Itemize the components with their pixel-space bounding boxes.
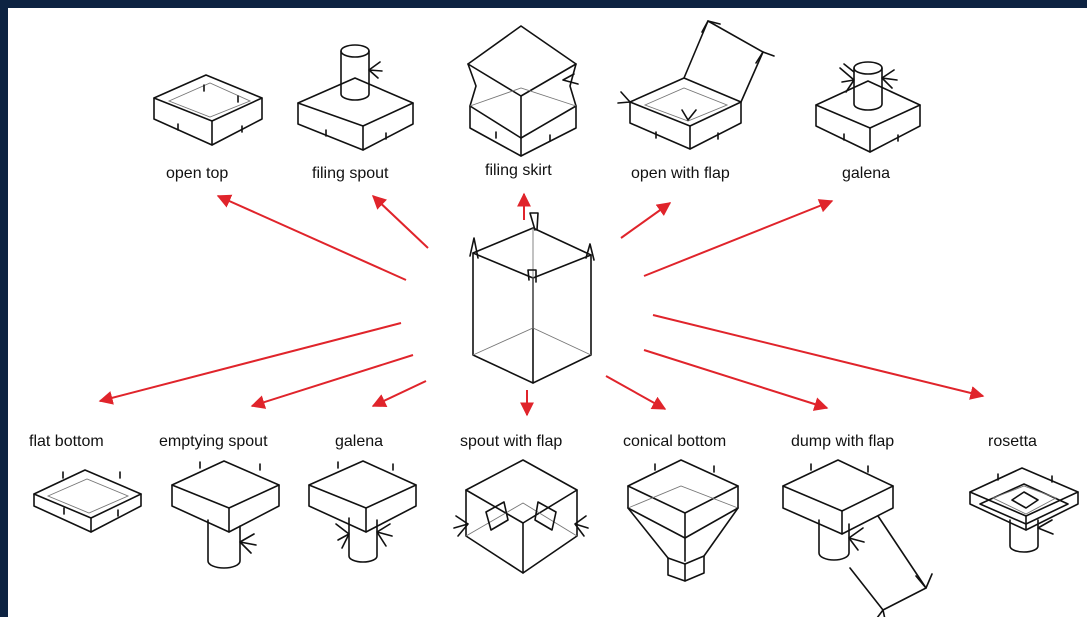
center-bulk-bag: [470, 213, 594, 383]
label-emptying-spout: emptying spout: [159, 433, 268, 450]
label-filing-spout: filing spout: [312, 165, 389, 182]
arrow-galena-top: [644, 201, 832, 276]
label-open-top: open top: [166, 165, 228, 182]
arrow-filing-spout: [373, 196, 428, 248]
arrow-open-top: [218, 196, 406, 280]
arrow-conical-bottom: [606, 376, 665, 409]
spout-with-flap-icon: [454, 460, 588, 573]
arrows: [100, 194, 983, 415]
label-conical-bottom: conical bottom: [623, 433, 726, 450]
label-rosetta: rosetta: [988, 433, 1037, 450]
label-dump-with-flap: dump with flap: [791, 433, 894, 450]
open-top-icon: [154, 75, 262, 145]
label-open-with-flap: open with flap: [631, 165, 730, 182]
emptying-spout-icon: [172, 461, 279, 568]
arrow-dump-with-flap: [644, 350, 827, 408]
label-filing-skirt: filing skirt: [485, 162, 552, 179]
label-galena-bottom: galena: [335, 433, 383, 450]
arrow-rosetta: [653, 315, 983, 396]
arrow-galena-bottom: [373, 381, 426, 406]
filing-skirt-icon: [468, 26, 578, 156]
open-with-flap-icon: [618, 21, 774, 149]
arrow-flat-bottom: [100, 323, 401, 401]
arrow-open-with-flap: [621, 203, 670, 238]
label-galena-top: galena: [842, 165, 890, 182]
galena-bottom-icon: [309, 461, 416, 562]
galena-top-icon: [816, 62, 920, 152]
dump-with-flap-icon: [783, 460, 932, 617]
filing-spout-icon: [298, 45, 413, 150]
label-flat-bottom: flat bottom: [29, 433, 104, 450]
flat-bottom-icon: [34, 470, 141, 532]
diagram-frame: open top filing spout filing skirt open …: [8, 8, 1087, 617]
label-spout-with-flap: spout with flap: [460, 433, 562, 450]
conical-bottom-icon: [628, 460, 738, 581]
rosetta-icon: [970, 468, 1078, 552]
bag-options-diagram: open top filing spout filing skirt open …: [8, 8, 1087, 617]
